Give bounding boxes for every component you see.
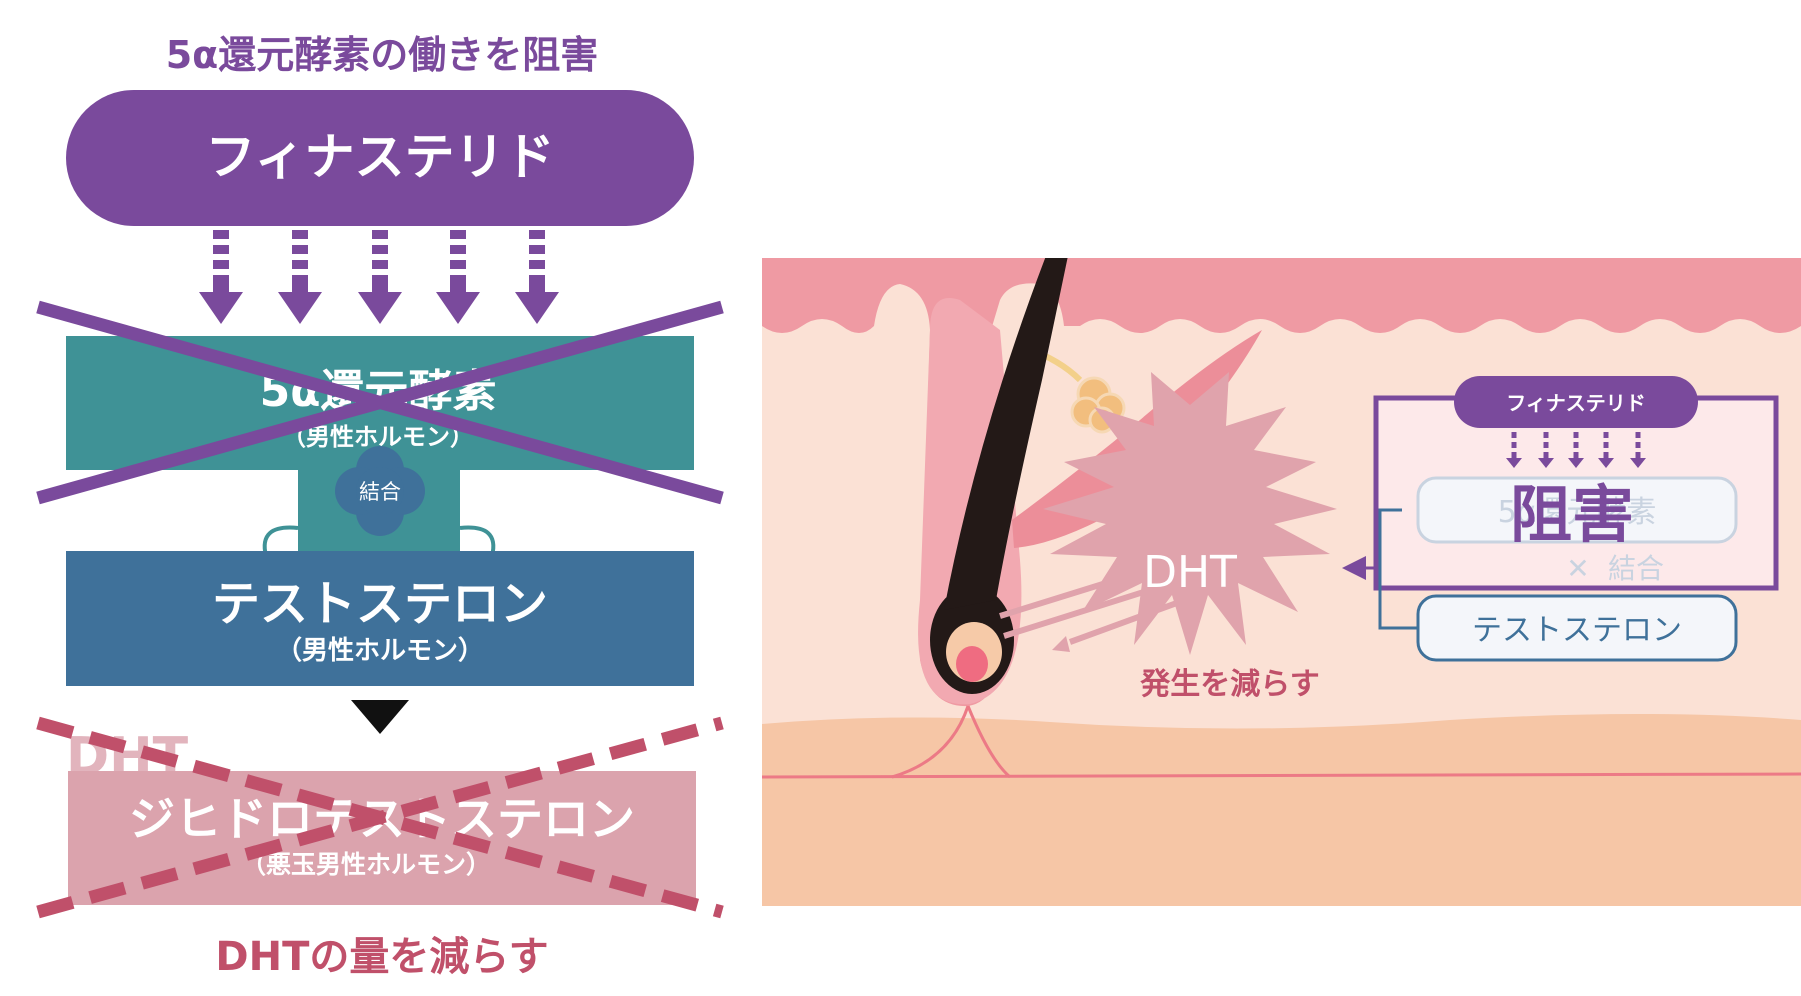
left-panel: 5α還元酵素の働きを阻害 フィナステリド [36,33,724,980]
skin-boundary-line [762,772,1801,779]
box-enzyme-label: 5α還元酵素 [1498,495,1657,530]
inhibition-arrow [436,230,480,324]
dermal-papilla [956,646,988,682]
reduce-label: 発生を減らす [1139,667,1319,702]
inhibition-arrow [515,230,559,324]
mechanism-box: フィナステリド [1373,376,1779,662]
right-panel: DHT 発生を減らす フィナステリド [762,258,1801,906]
testosterone-block [66,551,694,686]
dht-burst-label: DHT [1143,547,1237,598]
left-title: 5α還元酵素の働きを阻害 [166,33,599,77]
testosterone-label: テストステロン [212,576,548,632]
bottom-caption: DHTの量を減らす [215,934,548,980]
box-inhibition-arrows [1506,432,1646,468]
inhibition-arrow [358,230,402,324]
inhibition-arrow [199,230,243,324]
hair-shaft [944,258,1068,610]
enzyme-cross-mark [36,300,724,505]
dht-block [68,771,696,905]
dht-subtitle: （悪玉男性ホルモン） [241,850,491,879]
subcutaneous-layer [762,714,1801,906]
enzyme-block [66,336,694,554]
papilla-vessel-left [891,705,970,779]
box-finasteride-pill [1454,376,1698,428]
inhibition-arrow [278,230,322,324]
dht-burst [1043,372,1337,655]
conversion-arrow [351,700,409,734]
dht-cross-mark [36,716,724,919]
box-testosterone-label: テストステロン [1472,613,1682,648]
finasteride-label: フィナステリド [206,128,555,186]
finasteride-pill [66,90,694,226]
testosterone-subtitle: （男性ホルモン） [276,636,484,666]
box-connector [1378,508,1418,630]
box-finasteride-label: フィナステリド [1506,391,1646,415]
bind-badge [335,446,425,536]
box-inhibit-label: 阻害 [1510,478,1634,551]
box-enzyme-pill [1416,476,1738,544]
box-cross-mark: ✕ [1566,552,1589,585]
bind-label: 結合 [359,480,401,504]
inhibition-arrows [199,230,559,324]
box-bind-label: 結合 [1608,552,1664,585]
papilla-vessel-right [966,705,1011,779]
box-testosterone-pill [1416,594,1738,662]
